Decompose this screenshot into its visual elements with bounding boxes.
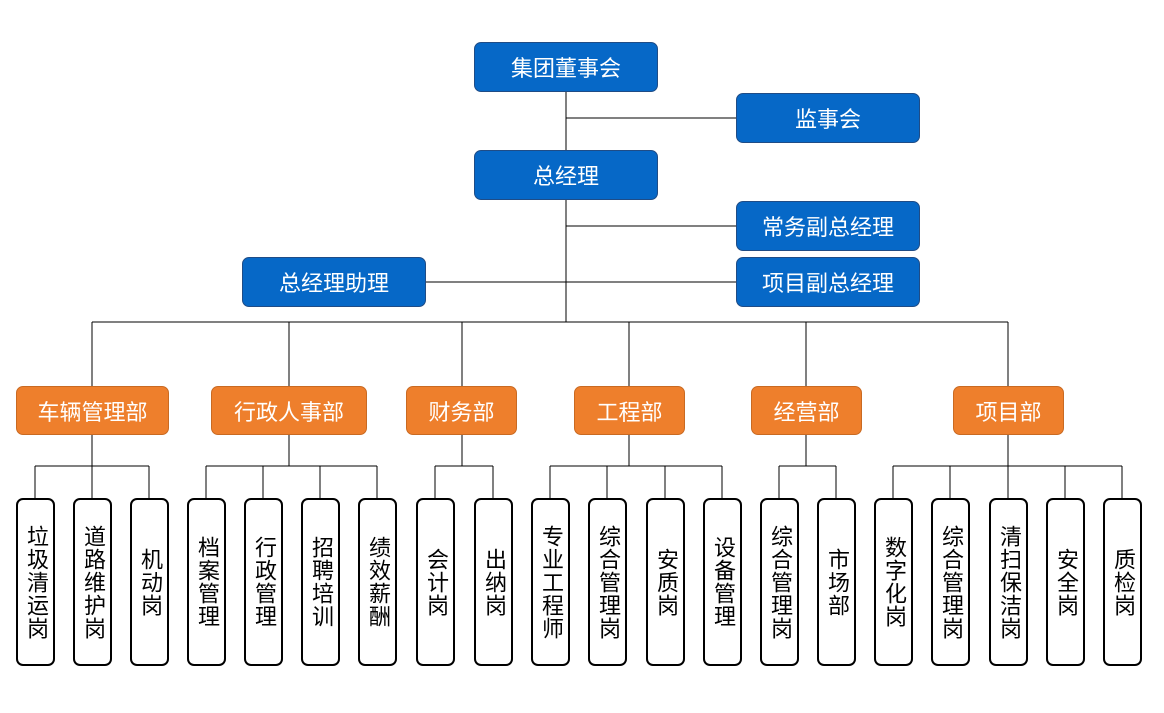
department-node: 行政人事部	[211, 386, 367, 435]
unit-node: 安质岗	[646, 498, 685, 666]
unit-node: 会计岗	[416, 498, 455, 666]
supervisors-node: 监事会	[736, 93, 920, 143]
unit-node: 专业工程师	[531, 498, 570, 666]
unit-node: 出纳岗	[474, 498, 513, 666]
unit-node: 清扫保洁岗	[989, 498, 1028, 666]
department-node: 车辆管理部	[16, 386, 169, 435]
unit-node: 行政管理	[244, 498, 283, 666]
unit-node: 档案管理	[187, 498, 226, 666]
department-node: 经营部	[751, 386, 862, 435]
unit-node: 设备管理	[703, 498, 742, 666]
unit-node: 垃圾清运岗	[16, 498, 55, 666]
unit-node: 市场部	[817, 498, 856, 666]
unit-node: 质检岗	[1103, 498, 1142, 666]
department-node: 工程部	[574, 386, 685, 435]
unit-node: 综合管理岗	[931, 498, 970, 666]
unit-node: 综合管理岗	[588, 498, 627, 666]
executive-vice-gm-node: 常务副总经理	[736, 201, 920, 251]
department-node: 财务部	[406, 386, 517, 435]
unit-node: 招聘培训	[301, 498, 340, 666]
unit-node: 机动岗	[130, 498, 169, 666]
board-node: 集团董事会	[474, 42, 658, 92]
general-manager-node: 总经理	[474, 150, 658, 200]
gm-assistant-node: 总经理助理	[242, 257, 426, 307]
unit-node: 安全岗	[1046, 498, 1085, 666]
unit-node: 数字化岗	[874, 498, 913, 666]
unit-node: 绩效薪酬	[358, 498, 397, 666]
unit-node: 道路维护岗	[73, 498, 112, 666]
project-vice-gm-node: 项目副总经理	[736, 257, 920, 307]
department-node: 项目部	[953, 386, 1064, 435]
unit-node: 综合管理岗	[760, 498, 799, 666]
